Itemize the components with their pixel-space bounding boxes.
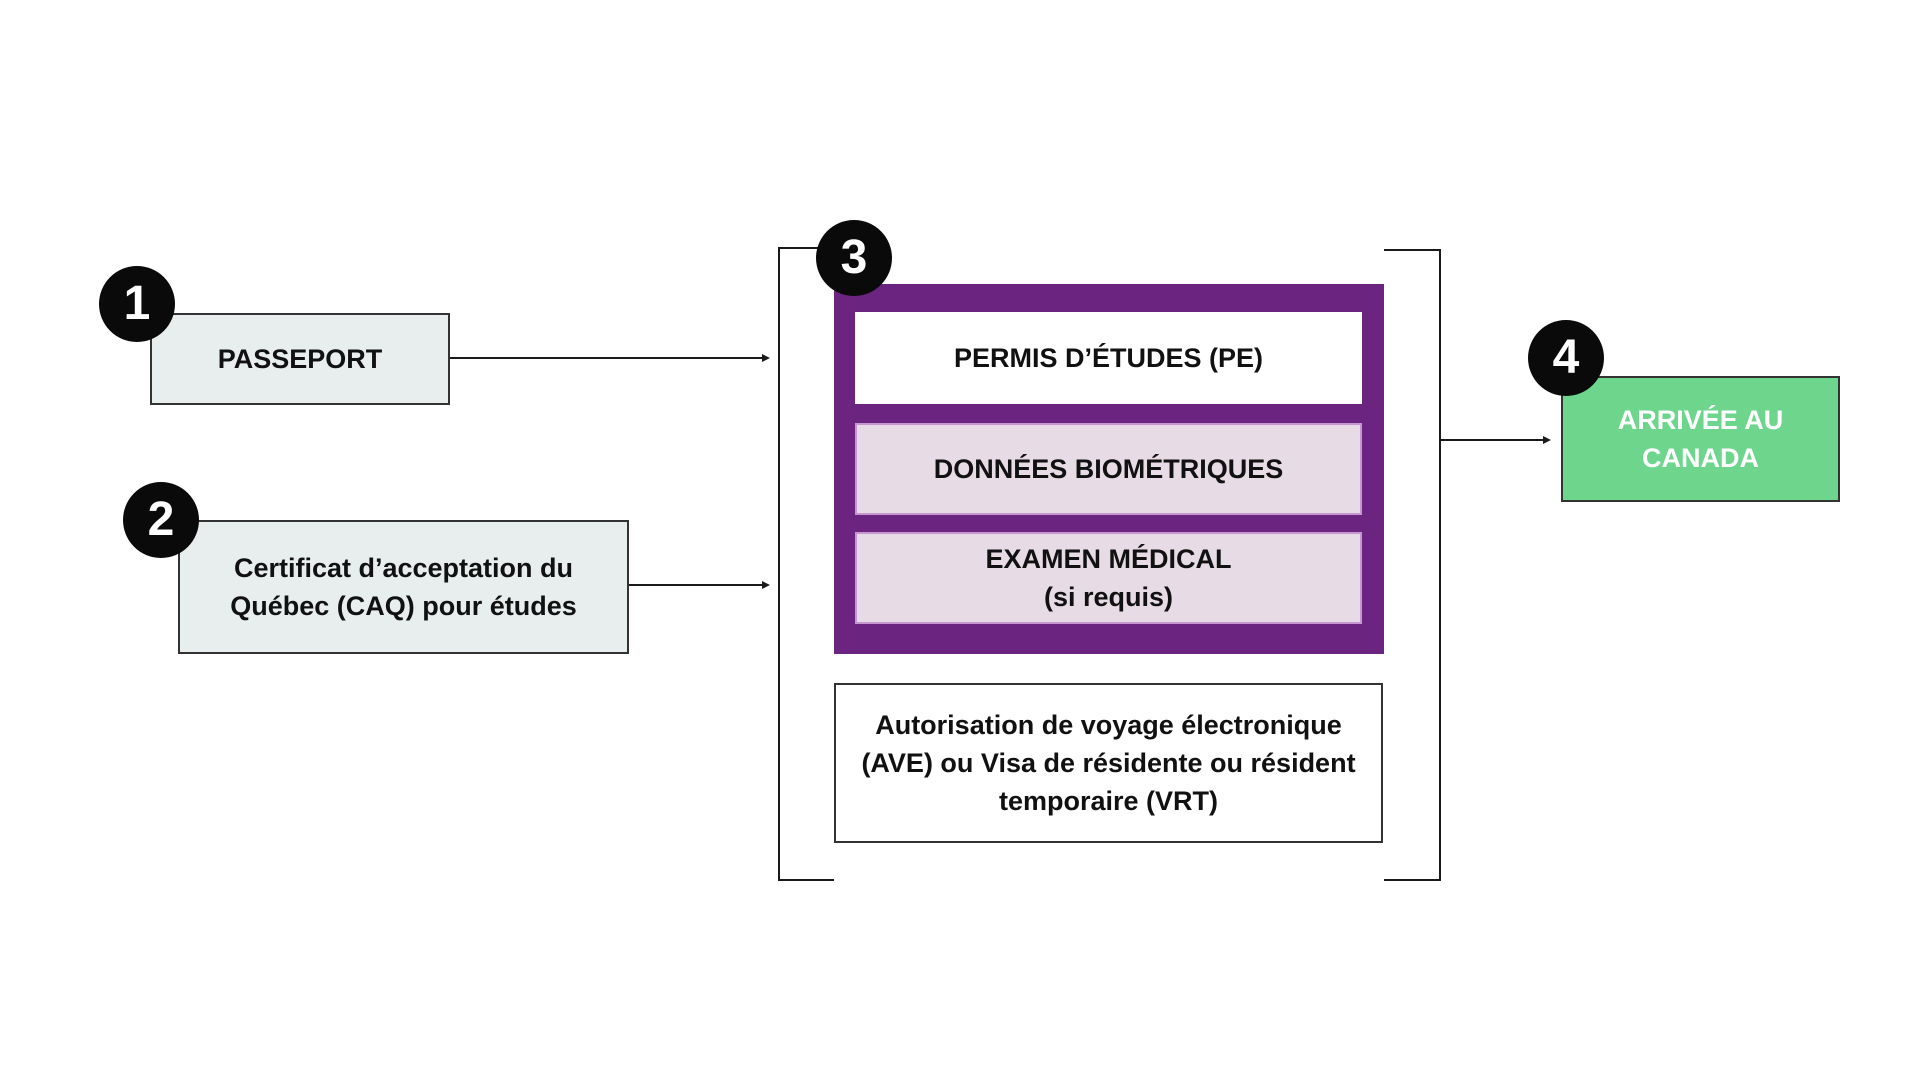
travel-auth-line-3: temporaire (VRT): [998, 786, 1219, 817]
step-4-badge: 4: [1528, 320, 1604, 396]
arrival-label-line-1: ARRIVÉE AU: [1617, 404, 1784, 435]
arrival-label-line-2: CANADA: [1642, 443, 1759, 473]
caq-label-line-2: Québec (CAQ) pour études: [230, 591, 577, 621]
caq-arrowhead: [762, 581, 770, 589]
passport-arrowhead: [762, 354, 770, 362]
step-3-number: 3: [840, 231, 868, 284]
travel-authorization-box: Autorisation de voyage électronique (AVE…: [834, 683, 1383, 843]
step-4-number: 4: [1552, 331, 1580, 384]
group-connector: [1441, 439, 1543, 441]
travel-auth-line-2: (AVE) ou Visa de résidente ou résident: [861, 747, 1356, 778]
group-arrowhead: [1543, 436, 1551, 444]
step-2-badge: 2: [123, 482, 199, 558]
step-3-badge: 3: [816, 220, 892, 296]
medical-exam-box: EXAMEN MÉDICAL (si requis): [855, 532, 1362, 624]
step-1-number: 1: [123, 277, 151, 330]
travel-auth-line-1: Autorisation de voyage électronique: [875, 709, 1342, 740]
medical-exam-label-line-2: (si requis): [1043, 582, 1173, 612]
caq-label-line-1: Certificat d’acceptation du: [233, 552, 574, 583]
study-permit-box: PERMIS D’ÉTUDES (PE): [855, 312, 1362, 404]
caq-connector: [629, 584, 762, 586]
arrival-box: ARRIVÉE AU CANADA: [1561, 376, 1840, 502]
passport-box: PASSEPORT: [150, 313, 450, 405]
biometrics-label: DONNÉES BIOMÉTRIQUES: [933, 453, 1284, 484]
study-permit-label: PERMIS D’ÉTUDES (PE): [953, 342, 1264, 373]
biometrics-box: DONNÉES BIOMÉTRIQUES: [855, 423, 1362, 515]
step-2-number: 2: [147, 493, 175, 546]
caq-box: Certificat d’acceptation du Québec (CAQ)…: [178, 520, 629, 654]
passport-connector: [450, 357, 762, 359]
medical-exam-label-line-1: EXAMEN MÉDICAL: [985, 543, 1232, 574]
group-bracket-left: [778, 247, 834, 881]
passport-label: PASSEPORT: [217, 343, 383, 374]
group-bracket-right: [1384, 249, 1441, 881]
step-1-badge: 1: [99, 266, 175, 342]
